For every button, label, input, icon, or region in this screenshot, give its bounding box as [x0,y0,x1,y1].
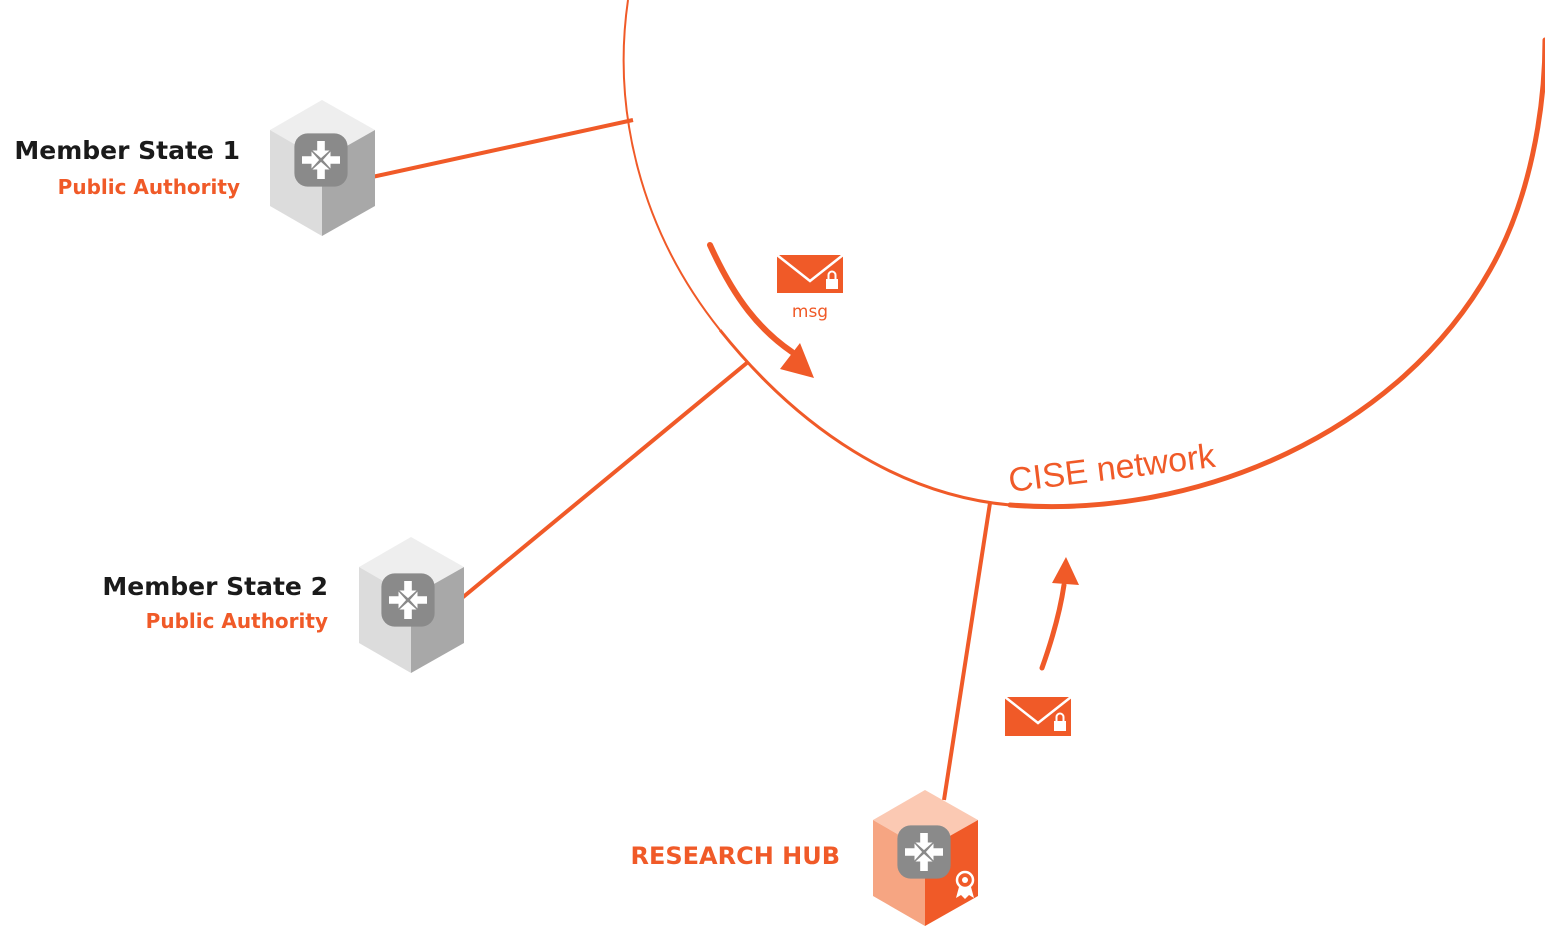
hub-title: RESEARCH HUB [630,842,840,870]
router-cube-certified-icon [873,790,978,926]
link-ms2 [460,360,750,600]
node-title: Member State 1 [14,136,240,165]
link-hub [942,502,992,801]
node-research-hub: RESEARCH HUB [630,790,978,926]
curved-arrow-icon [1039,557,1079,671]
node-subtitle: Public Authority [58,175,240,199]
node-subtitle: Public Authority [146,609,328,633]
message-incoming: msg [776,254,844,322]
node-member-state-1: Member State 1 Public Authority [14,100,375,236]
locked-envelope-icon [1004,696,1072,736]
node-member-state-2: Member State 2 Public Authority [102,537,464,673]
locked-envelope-icon [776,254,844,293]
curved-arrow-icon [707,242,814,378]
message-label: msg [792,302,828,322]
router-cube-icon [270,100,375,236]
node-title: Member State 2 [102,572,328,601]
router-cube-icon [359,537,464,673]
message-outgoing [1004,696,1072,736]
cise-network-ring [622,0,1545,510]
certificate-badge-icon [955,870,975,899]
link-ms1 [371,118,634,179]
